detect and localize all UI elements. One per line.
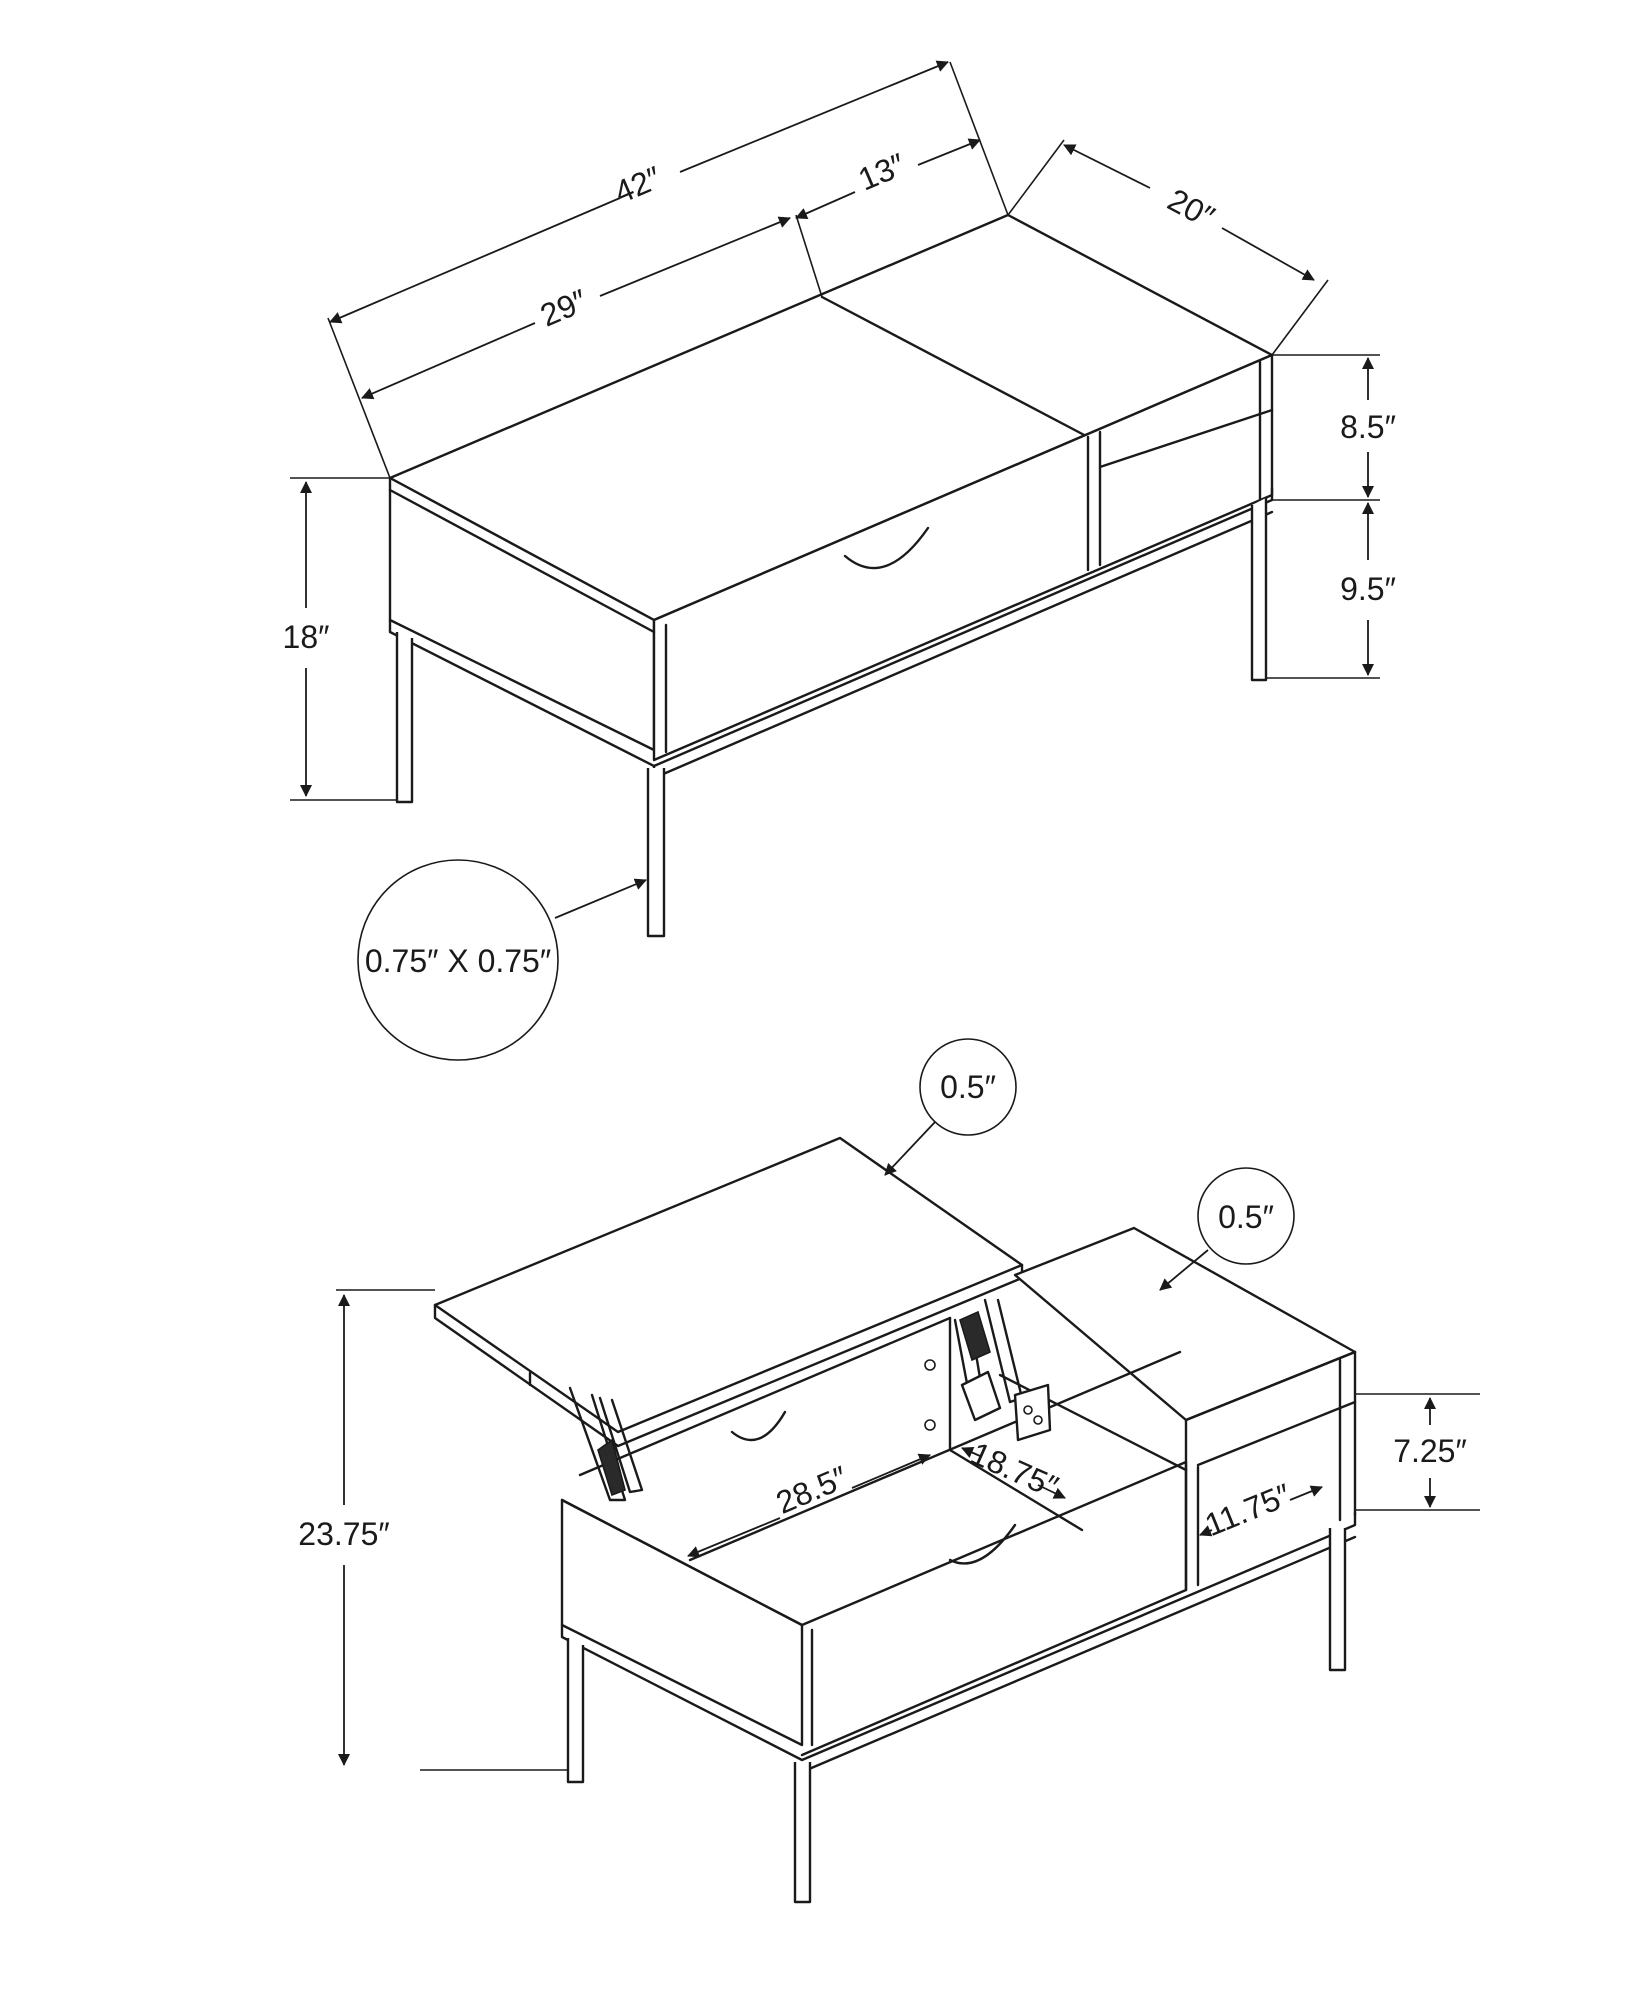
dim-13-right	[917, 138, 981, 166]
lift-top-callout-arrow	[884, 1121, 936, 1176]
lid-seam	[820, 295, 1090, 439]
storage-back	[578, 1316, 952, 1477]
label-lifted-height: 23.75″	[298, 1516, 389, 1552]
leg-front-left	[395, 632, 414, 804]
storage-floor	[688, 1350, 1182, 1562]
open-leg-left	[566, 1638, 585, 1784]
dim-28-5-right	[851, 1453, 931, 1489]
dim-28-5-left	[687, 1517, 781, 1558]
dim-18-75-right	[1037, 1484, 1066, 1499]
label-depth: 20″	[1162, 181, 1220, 235]
lift-top-thickness-circle	[919, 1038, 1017, 1136]
label-shelf-opening-height: 7.25″	[1393, 1433, 1467, 1469]
label-storage-depth: 18.75″	[965, 1435, 1063, 1505]
label-overall-height: 18″	[283, 619, 330, 655]
label-leg-height: 9.5″	[1340, 571, 1396, 607]
leg-detail-circle	[357, 859, 559, 1061]
label-shelf-length: 13″	[853, 146, 910, 197]
dim-29-right	[599, 216, 791, 297]
shelf-top-callout-arrow	[1159, 1249, 1209, 1291]
dim-18-75-left	[961, 1446, 981, 1458]
label-storage-length: 28.5″	[771, 1459, 853, 1521]
shelf-top	[1013, 1226, 1357, 1422]
label-lift-top-length: 29″	[535, 282, 592, 333]
leg-callout-arrow	[554, 878, 647, 919]
label-shelf-top-thickness: 0.5″	[1218, 1199, 1274, 1235]
label-shelf-opening-depth: 11.75″	[1200, 1476, 1296, 1543]
closed-table-figure	[290, 60, 1380, 1061]
label-overall-length: 42″	[609, 159, 666, 210]
open-table-figure	[336, 1038, 1480, 1904]
shelf-top-thickness-circle	[1197, 1167, 1295, 1265]
dim-13-left	[795, 191, 856, 220]
label-leg-size: 0.75″ X 0.75″	[365, 943, 551, 979]
open-leg-front	[793, 1762, 812, 1904]
dim-29-left	[361, 322, 536, 400]
open-body-front	[560, 1498, 804, 1747]
leg-back-right	[1250, 498, 1268, 682]
dim-11-75-right	[1289, 1485, 1323, 1501]
label-lift-top-thickness: 0.5″	[940, 1069, 996, 1105]
dim-20-left	[1063, 144, 1151, 189]
open-leg-right	[1328, 1528, 1347, 1672]
finger-pull	[843, 526, 930, 570]
dim-42-right	[679, 60, 949, 173]
lifted-top-panel	[433, 1136, 1024, 1434]
dim-42-left	[329, 197, 621, 324]
dim-11-75-left	[1199, 1525, 1213, 1537]
leg-front	[646, 768, 666, 938]
dim-20-right	[1221, 227, 1315, 281]
label-shelf-height: 8.5″	[1340, 409, 1396, 445]
